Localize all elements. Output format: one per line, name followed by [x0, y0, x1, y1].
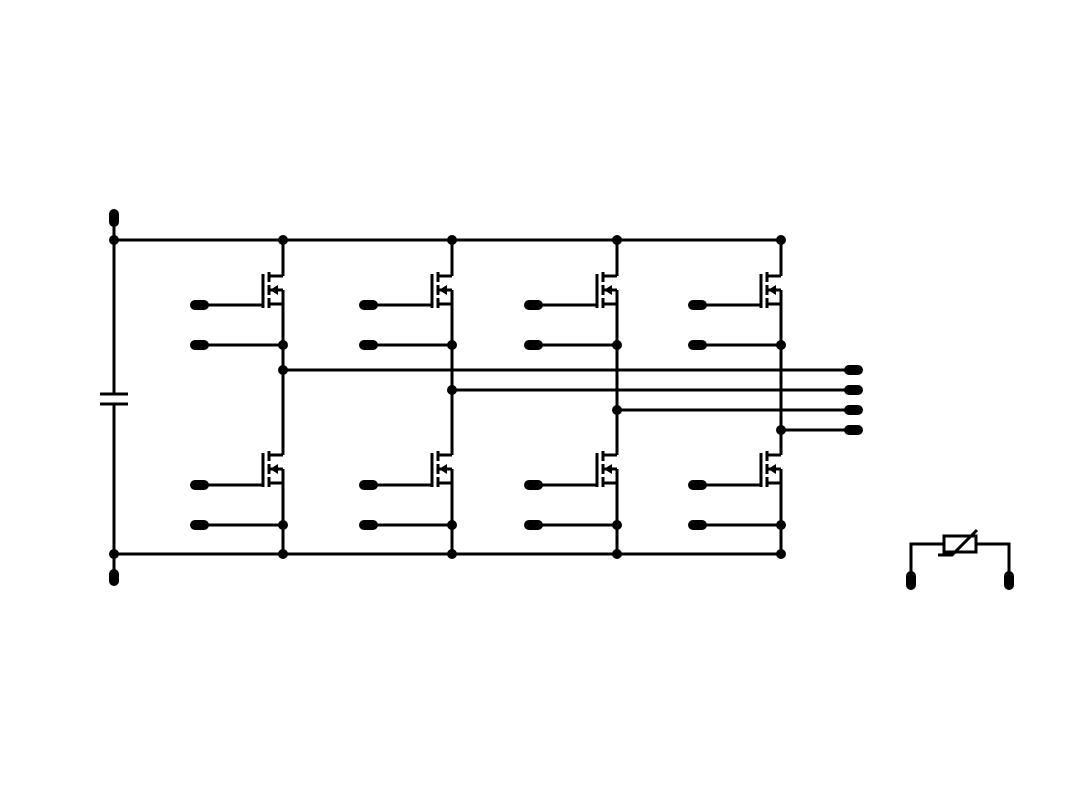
body-diode-arrow — [270, 285, 278, 295]
junction-dot — [278, 365, 288, 375]
body-diode-arrow — [768, 464, 776, 474]
low-side-mosfet-4 — [759, 419, 783, 524]
junction-dot — [776, 235, 786, 245]
junction-dot — [612, 549, 622, 559]
junction-dot — [776, 520, 786, 530]
junction-dot — [612, 520, 622, 530]
body-diode-arrow — [604, 464, 612, 474]
phase-output-wiring — [283, 368, 850, 432]
low-side-mosfet-1 — [261, 419, 285, 524]
body-diode-arrow — [439, 285, 447, 295]
thermistor-body — [942, 534, 978, 554]
thermistor-slash — [938, 528, 979, 557]
junction-dot — [447, 235, 457, 245]
junction-dot — [612, 405, 622, 415]
ntc-thermistor — [909, 528, 1011, 575]
low-side-mosfet-2 — [430, 419, 454, 524]
high-side-mosfet-1 — [261, 240, 285, 345]
body-diode-arrow — [768, 285, 776, 295]
junction-dot — [447, 385, 457, 395]
low-side-mosfet-3 — [595, 419, 619, 524]
junction-dots — [109, 235, 786, 559]
junction-dot — [612, 235, 622, 245]
junction-dot — [109, 549, 119, 559]
junction-dot — [447, 520, 457, 530]
junction-dot — [776, 340, 786, 350]
junction-dot — [612, 340, 622, 350]
inverter-leg-1 — [190, 240, 285, 554]
high-side-mosfet-3 — [595, 240, 619, 345]
high-side-mosfet-4 — [759, 240, 783, 345]
body-diode-arrow — [439, 464, 447, 474]
junction-dot — [109, 235, 119, 245]
junction-dot — [278, 235, 288, 245]
high-side-mosfet-2 — [430, 240, 454, 345]
inverter-leg-3 — [524, 240, 619, 554]
body-diode-arrow — [270, 464, 278, 474]
dc-link-capacitor — [100, 240, 128, 554]
junction-dot — [278, 520, 288, 530]
junction-dot — [776, 549, 786, 559]
junction-dot — [447, 340, 457, 350]
inverter-legs — [190, 240, 783, 554]
body-diode-arrow — [604, 285, 612, 295]
junction-dot — [278, 340, 288, 350]
junction-dot — [278, 549, 288, 559]
junction-dot — [447, 549, 457, 559]
inverter-leg-2 — [359, 240, 454, 554]
junction-dot — [776, 425, 786, 435]
inverter-leg-4 — [688, 240, 783, 554]
